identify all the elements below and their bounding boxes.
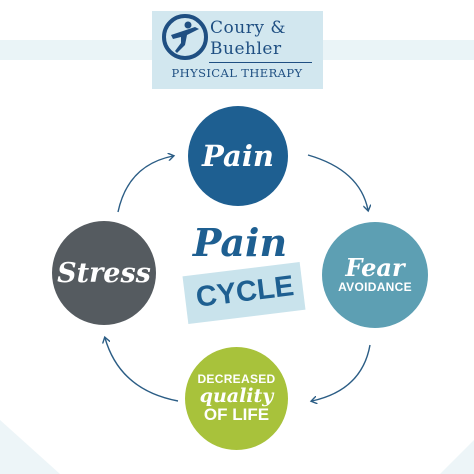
node-stress-label: Stress [57,257,151,289]
node-pain-label: Pain [202,139,274,173]
logo-divider [209,62,312,63]
logo-name-line-2: Buehler [210,39,282,59]
center-title: Pain [192,220,288,265]
node-fear-avoidance: Fear AVOIDANCE [322,222,428,328]
figure-logo-icon [162,14,208,60]
arrow-stress-to-pain [117,156,173,213]
logo-tagline: PHYSICAL THERAPY [171,66,303,80]
node-avoidance-label: AVOIDANCE [338,280,412,294]
node-decreased-label: DECREASED [197,372,276,386]
logo-panel [152,11,323,89]
arrow-pain-to-fear [307,154,368,210]
node-decreased-quality-of-life: DECREASED quality OF LIFE [185,347,288,450]
logo-name-line-1: Coury & [210,18,286,38]
node-quality-label: quality [199,385,274,407]
node-pain: Pain [188,106,288,206]
node-stress: Stress [52,221,156,325]
arrow-fear-to-qol [312,344,371,401]
node-of-life-label: OF LIFE [203,405,270,424]
node-fear-label: Fear [345,253,405,282]
arrow-qol-to-stress [105,338,179,402]
